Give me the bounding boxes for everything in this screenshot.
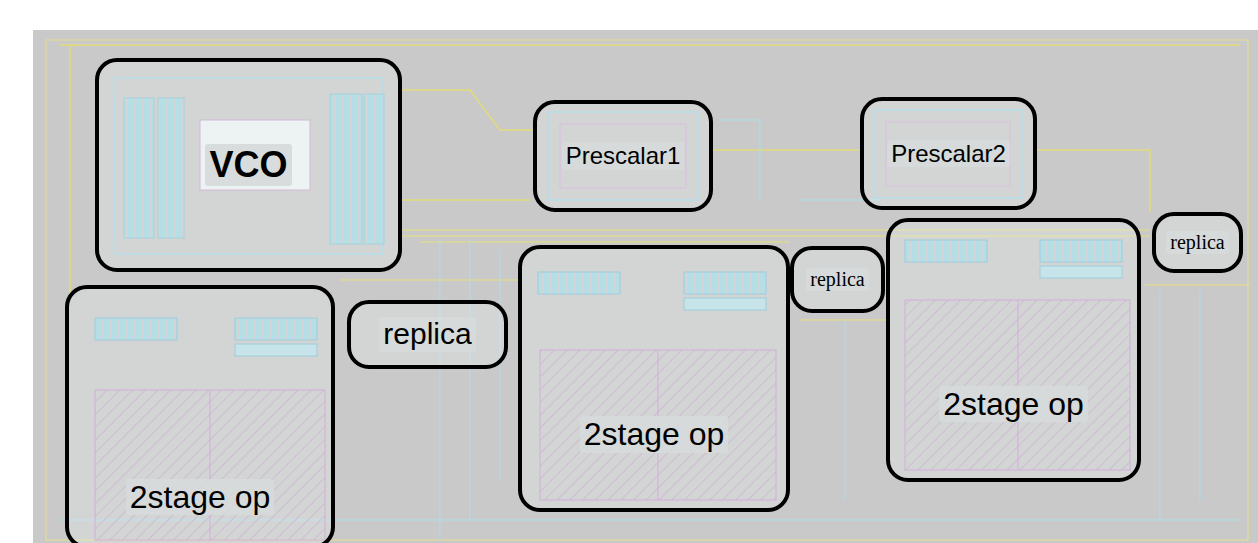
block-label: replica bbox=[379, 317, 475, 352]
layout-block: Prescalar1 bbox=[533, 100, 713, 212]
block-label: replica bbox=[806, 268, 868, 291]
layout-block: VCO bbox=[95, 58, 402, 272]
block-label: 2stage op bbox=[126, 479, 275, 516]
layout-block: Prescalar2 bbox=[860, 97, 1037, 210]
layout-block: replica bbox=[790, 246, 885, 313]
layout-block: 2stage op bbox=[518, 245, 790, 512]
block-label: replica bbox=[1166, 231, 1228, 254]
block-label: 2stage op bbox=[580, 416, 729, 453]
block-label: VCO bbox=[205, 144, 291, 185]
layout-block: replica bbox=[347, 300, 508, 369]
block-label: Prescalar2 bbox=[887, 140, 1010, 168]
layout-block: replica bbox=[1152, 212, 1243, 273]
block-label: 2stage op bbox=[939, 386, 1088, 423]
layout-block: 2stage op bbox=[65, 285, 335, 543]
block-label: Prescalar1 bbox=[562, 142, 685, 170]
layout-block: 2stage op bbox=[886, 218, 1141, 482]
